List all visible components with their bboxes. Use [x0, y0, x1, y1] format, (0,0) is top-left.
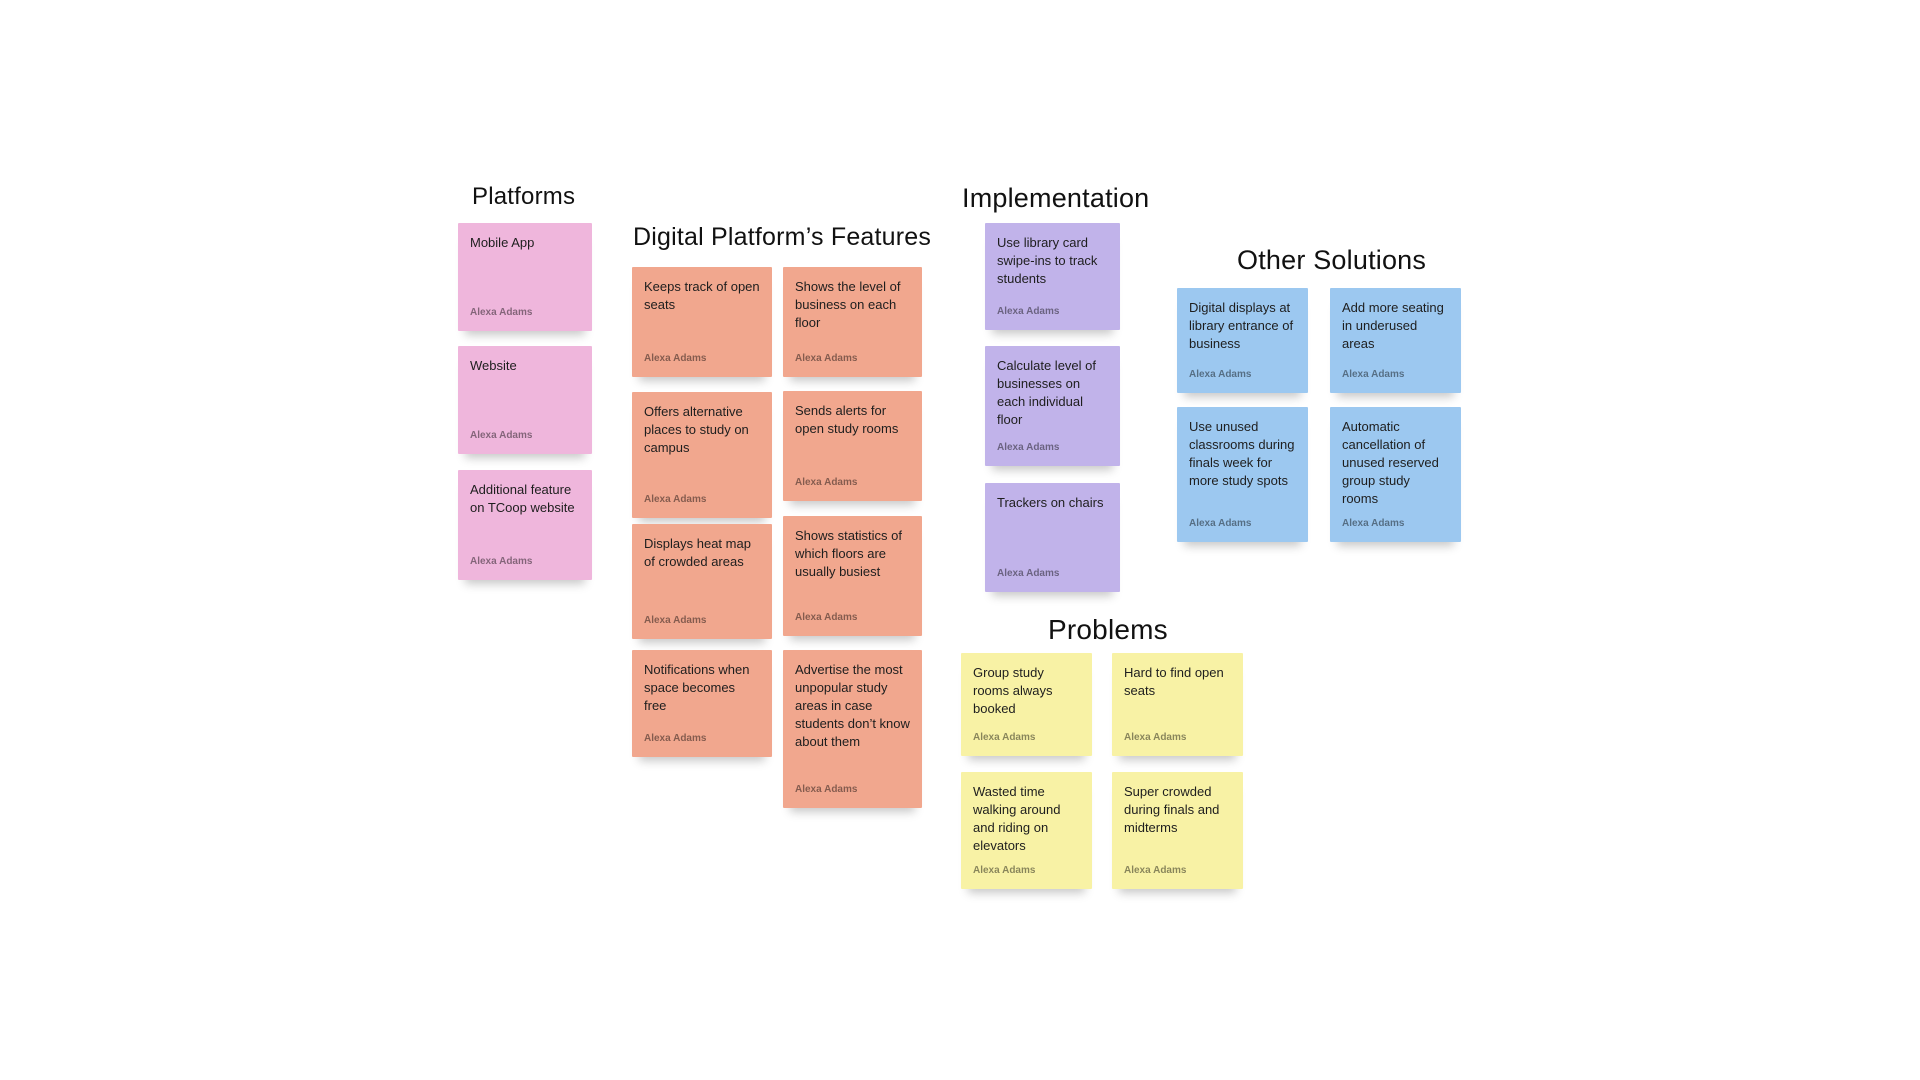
sticky-note[interactable]: Super crowded during finals and midterms…	[1112, 772, 1243, 889]
sticky-note-text: Digital displays at library entrance of …	[1189, 300, 1294, 351]
section-title-other-solutions[interactable]: Other Solutions	[1237, 245, 1427, 275]
sticky-note[interactable]: Calculate level of businesses on each in…	[985, 346, 1120, 466]
sticky-note-text: Offers alternative places to study on ca…	[644, 404, 749, 455]
sticky-note-author: Alexa Adams	[973, 865, 1036, 876]
sticky-note-author: Alexa Adams	[795, 477, 858, 488]
sticky-note[interactable]: Additional feature on TCoop website Alex…	[458, 470, 592, 580]
sticky-note[interactable]: Website Alexa Adams	[458, 346, 592, 454]
sticky-note-text: Sends alerts for open study rooms	[795, 403, 899, 436]
sticky-note-text: Group study rooms always booked	[973, 665, 1053, 716]
sticky-note-text: Wasted time walking around and riding on…	[973, 784, 1061, 853]
section-title-platforms[interactable]: Platforms	[472, 183, 576, 210]
sticky-note[interactable]: Offers alternative places to study on ca…	[632, 392, 772, 518]
section-title-problems[interactable]: Problems	[1048, 614, 1168, 645]
sticky-note[interactable]: Trackers on chairs Alexa Adams	[985, 483, 1120, 592]
sticky-note-author: Alexa Adams	[973, 732, 1036, 743]
sticky-note-text: Add more seating in underused areas	[1342, 300, 1444, 351]
sticky-note-text: Website	[470, 358, 517, 373]
sticky-note-text: Notifications when space becomes free	[644, 662, 750, 713]
sticky-note-text: Use library card swipe-ins to track stud…	[997, 235, 1098, 286]
sticky-note-text: Automatic cancellation of unused reserve…	[1342, 419, 1439, 506]
sticky-note[interactable]: Mobile App Alexa Adams	[458, 223, 592, 331]
sticky-note[interactable]: Sends alerts for open study rooms Alexa …	[783, 391, 922, 501]
sticky-note[interactable]: Automatic cancellation of unused reserve…	[1330, 407, 1461, 542]
sticky-note-text: Use unused classrooms during finals week…	[1189, 419, 1295, 488]
sticky-note-text: Super crowded during finals and midterms	[1124, 784, 1220, 835]
sticky-note-author: Alexa Adams	[644, 494, 707, 505]
sticky-note-text: Displays heat map of crowded areas	[644, 536, 751, 569]
sticky-note-author: Alexa Adams	[470, 430, 533, 441]
sticky-note-author: Alexa Adams	[644, 615, 707, 626]
sticky-note[interactable]: Notifications when space becomes free Al…	[632, 650, 772, 757]
sticky-note-author: Alexa Adams	[795, 784, 858, 795]
sticky-note[interactable]: Digital displays at library entrance of …	[1177, 288, 1308, 393]
sticky-note[interactable]: Displays heat map of crowded areas Alexa…	[632, 524, 772, 639]
sticky-note-author: Alexa Adams	[470, 307, 533, 318]
sticky-note[interactable]: Shows the level of business on each floo…	[783, 267, 922, 377]
sticky-note-author: Alexa Adams	[795, 612, 858, 623]
section-title-implementation[interactable]: Implementation	[962, 183, 1150, 213]
sticky-note[interactable]: Use library card swipe-ins to track stud…	[985, 223, 1120, 330]
sticky-note-author: Alexa Adams	[1342, 369, 1405, 380]
sticky-note-text: Shows statistics of which floors are usu…	[795, 528, 902, 579]
sticky-note-text: Calculate level of businesses on each in…	[997, 358, 1096, 427]
sticky-note-author: Alexa Adams	[997, 442, 1060, 453]
sticky-note-text: Trackers on chairs	[997, 495, 1104, 510]
sticky-note[interactable]: Group study rooms always booked Alexa Ad…	[961, 653, 1092, 756]
sticky-note-text: Mobile App	[470, 235, 535, 250]
sticky-note-text: Advertise the most unpopular study areas…	[795, 662, 910, 749]
sticky-note-author: Alexa Adams	[997, 306, 1060, 317]
sticky-note-author: Alexa Adams	[1189, 369, 1252, 380]
sticky-note-author: Alexa Adams	[1189, 518, 1252, 529]
sticky-note[interactable]: Add more seating in underused areas Alex…	[1330, 288, 1461, 393]
sticky-note-text: Hard to find open seats	[1124, 665, 1224, 698]
sticky-note[interactable]: Use unused classrooms during finals week…	[1177, 407, 1308, 542]
sticky-note[interactable]: Shows statistics of which floors are usu…	[783, 516, 922, 636]
sticky-note[interactable]: Advertise the most unpopular study areas…	[783, 650, 922, 808]
sticky-note-author: Alexa Adams	[1124, 732, 1187, 743]
sticky-note-author: Alexa Adams	[997, 568, 1060, 579]
sticky-note-text: Keeps track of open seats	[644, 279, 760, 312]
sticky-note-author: Alexa Adams	[1342, 518, 1405, 529]
sticky-note-text: Additional feature on TCoop website	[470, 482, 575, 515]
sticky-note[interactable]: Wasted time walking around and riding on…	[961, 772, 1092, 889]
sticky-note-author: Alexa Adams	[795, 353, 858, 364]
sticky-note-text: Shows the level of business on each floo…	[795, 279, 901, 330]
sticky-note-author: Alexa Adams	[644, 733, 707, 744]
sticky-note-author: Alexa Adams	[644, 353, 707, 364]
sticky-note[interactable]: Hard to find open seats Alexa Adams	[1112, 653, 1243, 756]
sticky-note-author: Alexa Adams	[1124, 865, 1187, 876]
section-title-features[interactable]: Digital Platform’s Features	[633, 223, 932, 251]
sticky-note[interactable]: Keeps track of open seats Alexa Adams	[632, 267, 772, 377]
sticky-note-author: Alexa Adams	[470, 556, 533, 567]
